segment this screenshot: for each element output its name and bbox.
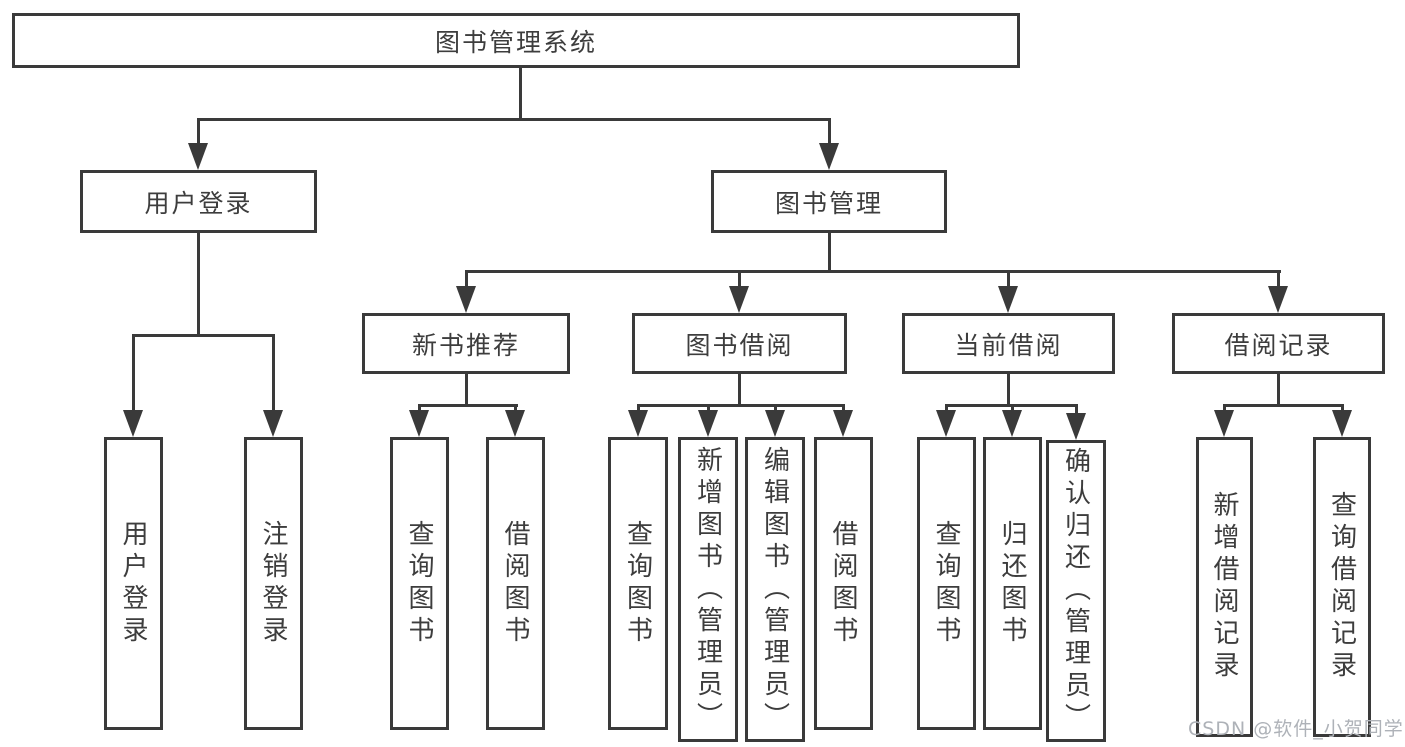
connector-line <box>774 404 777 414</box>
arrowhead-down-icon <box>628 410 648 437</box>
leaf-add-borrow-record: 新增借阅记录 <box>1196 437 1253 737</box>
leaf-query-books-recommend: 查询图书 <box>390 437 449 730</box>
csdn-watermark: CSDN @软件_小贺同学 <box>1188 718 1404 740</box>
connector-line <box>1011 404 1014 414</box>
arrowhead-down-icon <box>1002 410 1022 437</box>
connector-line <box>738 270 741 288</box>
arrowhead-down-icon <box>123 410 143 437</box>
connector-line <box>738 374 741 406</box>
connector-line <box>519 68 522 120</box>
connector-line <box>197 233 200 337</box>
connector-line <box>418 404 518 407</box>
arrowhead-down-icon <box>1268 286 1288 313</box>
node-current-borrowing: 当前借阅 <box>902 313 1115 374</box>
connector-line <box>197 118 831 121</box>
arrowhead-down-icon <box>729 286 749 313</box>
connector-line <box>828 118 831 148</box>
leaf-add-book-admin: 新增图书（管理员） <box>678 437 738 742</box>
connector-line <box>272 334 275 413</box>
arrowhead-down-icon <box>409 410 429 437</box>
connector-line <box>132 334 135 413</box>
arrowhead-down-icon <box>998 286 1018 313</box>
node-root: 图书管理系统 <box>12 13 1020 68</box>
connector-line <box>842 404 845 414</box>
connector-line <box>1223 404 1344 407</box>
connector-line <box>1007 374 1010 406</box>
leaf-query-borrow-record: 查询借阅记录 <box>1313 437 1371 737</box>
connector-line <box>465 270 1281 273</box>
connector-line <box>1007 270 1010 288</box>
leaf-borrow-books-borrowing: 借阅图书 <box>814 437 873 730</box>
arrowhead-down-icon <box>1214 410 1234 437</box>
arrowhead-down-icon <box>765 410 785 437</box>
connector-line <box>197 118 200 148</box>
connector-line <box>707 404 710 414</box>
node-new-book-recommend: 新书推荐 <box>362 313 570 374</box>
leaf-query-books-current: 查询图书 <box>917 437 976 730</box>
connector-line <box>637 404 640 414</box>
connector-line <box>465 374 468 406</box>
connector-line <box>1277 270 1280 288</box>
connector-line <box>514 404 517 414</box>
connector-line <box>418 404 421 414</box>
leaf-confirm-return-admin: 确认归还（管理员） <box>1046 440 1106 742</box>
arrowhead-down-icon <box>456 286 476 313</box>
arrowhead-down-icon <box>263 410 283 437</box>
node-book-management: 图书管理 <box>711 170 947 233</box>
connector-line <box>132 334 275 337</box>
leaf-user-login: 用户登录 <box>104 437 163 730</box>
node-book-borrowing: 图书借阅 <box>632 313 847 374</box>
leaf-logout: 注销登录 <box>244 437 303 730</box>
arrowhead-down-icon <box>188 143 208 170</box>
arrowhead-down-icon <box>505 410 525 437</box>
leaf-borrow-books-recommend: 借阅图书 <box>486 437 545 730</box>
arrowhead-down-icon <box>833 410 853 437</box>
connector-line <box>1075 404 1078 414</box>
connector-line <box>1341 404 1344 414</box>
connector-line <box>637 404 845 407</box>
arrowhead-down-icon <box>819 143 839 170</box>
connector-line <box>465 270 468 288</box>
node-user-login: 用户登录 <box>80 170 317 233</box>
arrowhead-down-icon <box>936 410 956 437</box>
arrowhead-down-icon <box>698 410 718 437</box>
leaf-return-books: 归还图书 <box>983 437 1042 730</box>
leaf-query-books-borrowing: 查询图书 <box>608 437 668 730</box>
connector-line <box>828 233 831 272</box>
arrowhead-down-icon <box>1066 413 1086 440</box>
node-borrowing-records: 借阅记录 <box>1172 313 1385 374</box>
arrowhead-down-icon <box>1332 410 1352 437</box>
connector-line <box>1223 404 1226 414</box>
connector-line <box>1277 374 1280 406</box>
connector-line <box>945 404 948 414</box>
leaf-edit-book-admin: 编辑图书（管理员） <box>745 437 805 742</box>
